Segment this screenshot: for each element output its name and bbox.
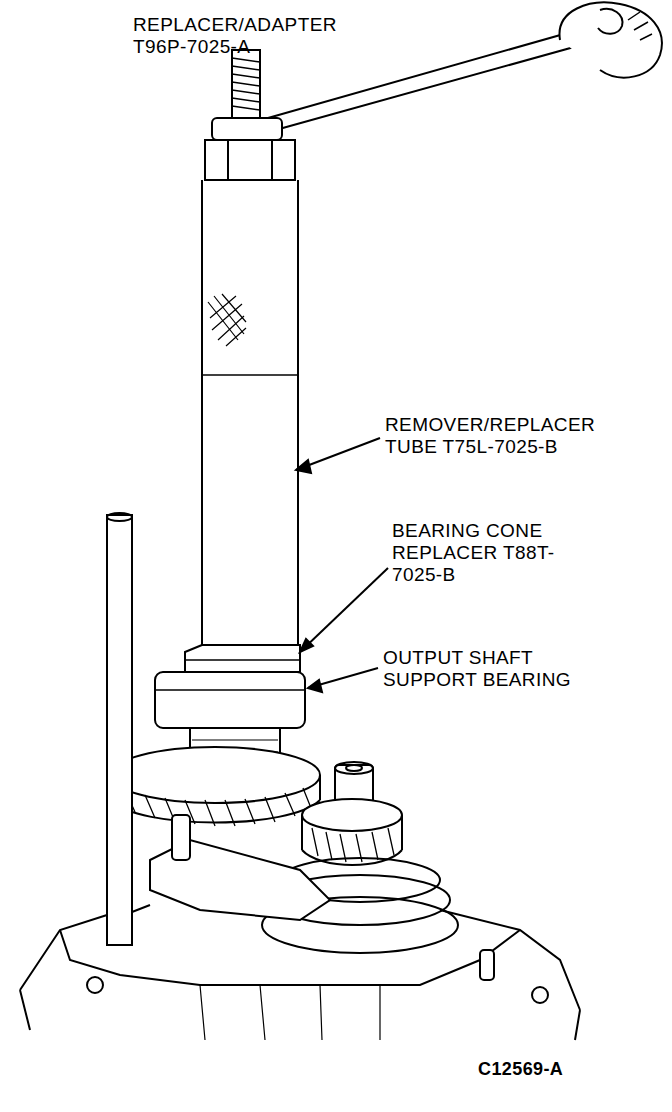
part-label: OUTPUT SHAFT SUPPORT BEARING xyxy=(383,647,618,691)
part-label: BEARING CONE REPLACER T88T-7025-B xyxy=(392,520,570,586)
figure-code: C12569-A xyxy=(478,1058,563,1080)
part-label: REPLACER/ADAPTER T96P-7025-A xyxy=(133,14,337,58)
part-label: REMOVER/REPLACER TUBE T75L-7025-B xyxy=(385,414,640,458)
